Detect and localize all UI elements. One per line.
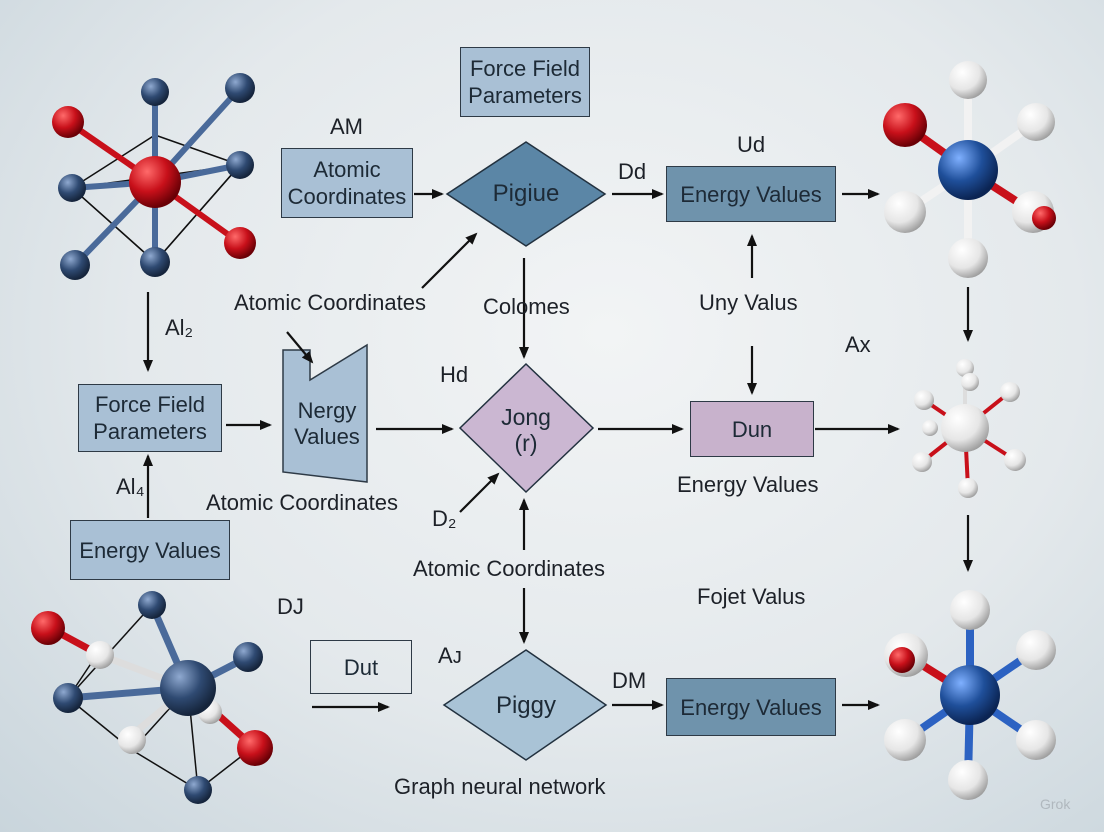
diamond-pigiue	[445, 141, 607, 247]
molecule-octahedral-top-left	[52, 73, 256, 280]
diamond-pigiue-label: Pigiue	[492, 180, 560, 207]
document-nergy-values	[282, 343, 368, 483]
label-fojet-valus: Fojet Valus	[697, 584, 806, 609]
box-dut: Dut	[310, 640, 412, 694]
diamond-jong	[458, 362, 595, 494]
label-hd: Hd	[440, 362, 469, 387]
label-atomic-coordinates-2: Atomic Coordinates	[206, 490, 398, 515]
box-energy-values-top: Energy Values	[666, 166, 836, 222]
label-ad: Aᴊ	[438, 643, 462, 668]
box-energy-values-left-label: Energy Values	[79, 537, 221, 563]
box-force-field-parameters-left-label: Force Field Parameters	[93, 392, 207, 444]
box-energy-values-bottom-label: Energy Values	[680, 694, 822, 720]
label-dm: DM	[612, 668, 647, 693]
box-force-field-parameters-left: Force Field Parameters	[78, 384, 222, 452]
label-al4: Al₄	[116, 474, 145, 499]
label-d2: D₂	[432, 506, 457, 531]
box-energy-values-left: Energy Values	[70, 520, 230, 580]
label-energy-values-mid: Energy Values	[677, 472, 819, 497]
molecule-bottom-right	[884, 590, 1056, 800]
watermark-text: Grok	[1040, 796, 1071, 812]
diamond-jong-label: Jong (r)	[501, 404, 551, 456]
box-atomic-coordinates-top: Atomic Coordinates	[281, 148, 413, 218]
label-dj: DJ	[277, 594, 304, 619]
box-dun: Dun	[690, 401, 814, 457]
molecule-middle-right	[912, 359, 1026, 498]
arrow-d2-to-jong	[459, 472, 500, 513]
label-dd: Dd	[618, 159, 647, 184]
arrow-coords-to-nergy	[286, 331, 314, 364]
label-uny-valus: Uny Valus	[699, 290, 798, 315]
label-am: AM	[330, 114, 363, 139]
label-ax: Ax	[845, 332, 871, 357]
diamond-piggy-label: Piggy	[495, 692, 557, 719]
box-energy-values-top-label: Energy Values	[680, 181, 822, 207]
molecule-top-right	[883, 61, 1056, 278]
label-atomic-coordinates-1: Atomic Coordinates	[234, 290, 426, 315]
diamond-piggy	[442, 649, 608, 761]
label-graph-neural-network: Graph neural network	[394, 774, 606, 799]
box-energy-values-bottom: Energy Values	[666, 678, 836, 736]
box-force-field-parameters-top: Force Field Parameters	[460, 47, 590, 117]
box-dut-label: Dut	[343, 654, 379, 680]
label-al2: Al₂	[165, 315, 194, 340]
label-ud: Ud	[737, 132, 766, 157]
document-nergy-values-label: Nergy Values	[294, 398, 360, 449]
label-atomic-coordinates-3: Atomic Coordinates	[413, 556, 605, 581]
box-atomic-coordinates-top-label: Atomic Coordinates	[287, 157, 407, 209]
molecule-bottom-left	[31, 591, 273, 804]
arrow-coords-to-pigiue	[421, 232, 478, 289]
box-dun-label: Dun	[731, 416, 773, 442]
box-force-field-parameters-top-label: Force Field Parameters	[468, 56, 582, 108]
arrows	[143, 189, 973, 712]
label-colomes: Colomes	[483, 294, 570, 319]
